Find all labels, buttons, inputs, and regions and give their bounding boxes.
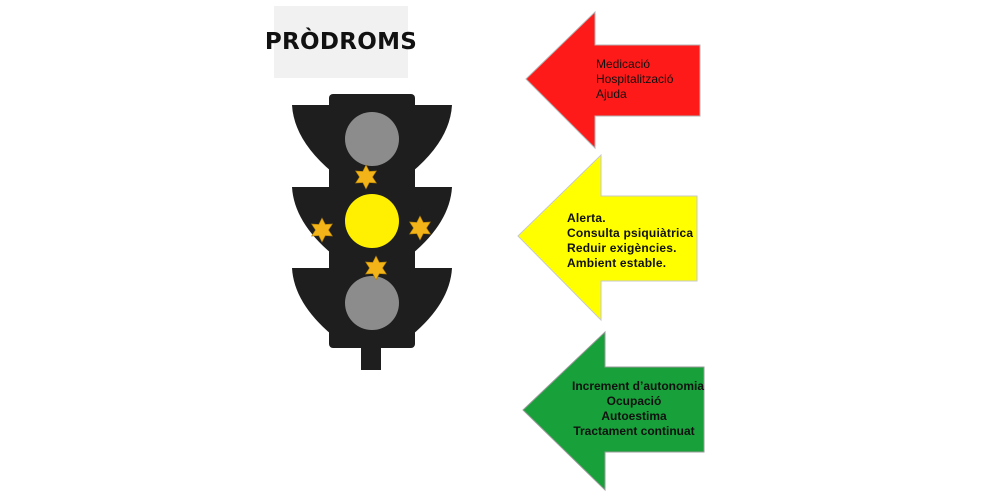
diagram-title: PRÒDROMS [264, 29, 418, 55]
lamp-bottom [345, 276, 399, 330]
lamp-top [345, 112, 399, 166]
arrow-yellow-line: Reduir exigències. [567, 241, 677, 255]
star-icon [409, 215, 431, 241]
visor-left-bottom [292, 268, 332, 335]
arrow-yellow-line: Consulta psiquiàtrica [567, 226, 694, 240]
arrow-red-line: Medicació [596, 57, 651, 71]
arrow-yellow-line: Ambient estable. [567, 256, 667, 270]
star-icon [355, 164, 377, 190]
traffic-light-pole [361, 344, 381, 370]
arrow-green [522, 330, 705, 492]
visor-left-top [292, 105, 332, 172]
arrow-red-line: Ajuda [596, 87, 627, 101]
arrow-yellow [517, 153, 698, 322]
lamp-middle [345, 194, 399, 248]
arrow-green-line: Increment d’autonomia [572, 379, 705, 393]
arrow-red-text: Medicació Hospitalització Ajuda [596, 57, 673, 102]
arrow-green-line: Ocupació [606, 394, 662, 408]
arrow-green-line: Tractament continuat [573, 424, 695, 438]
arrow-red [525, 10, 701, 150]
visor-right-bottom [412, 268, 452, 335]
arrow-green-text: Increment d’autonomia Ocupació Autoestim… [572, 379, 705, 439]
arrow-red-line: Hospitalització [596, 72, 674, 86]
arrow-yellow-line: Alerta. [567, 211, 606, 225]
star-icon [365, 255, 387, 281]
star-decorations [311, 164, 431, 281]
visor-right-middle [412, 187, 452, 254]
arrow-green-line: Autoestima [601, 409, 667, 423]
title-box: PRÒDROMS [265, 6, 417, 78]
visor-right-top [412, 105, 452, 172]
star-icon [311, 217, 333, 243]
arrow-yellow-text: Alerta. Consulta psiquiàtrica Reduir exi… [567, 211, 693, 271]
